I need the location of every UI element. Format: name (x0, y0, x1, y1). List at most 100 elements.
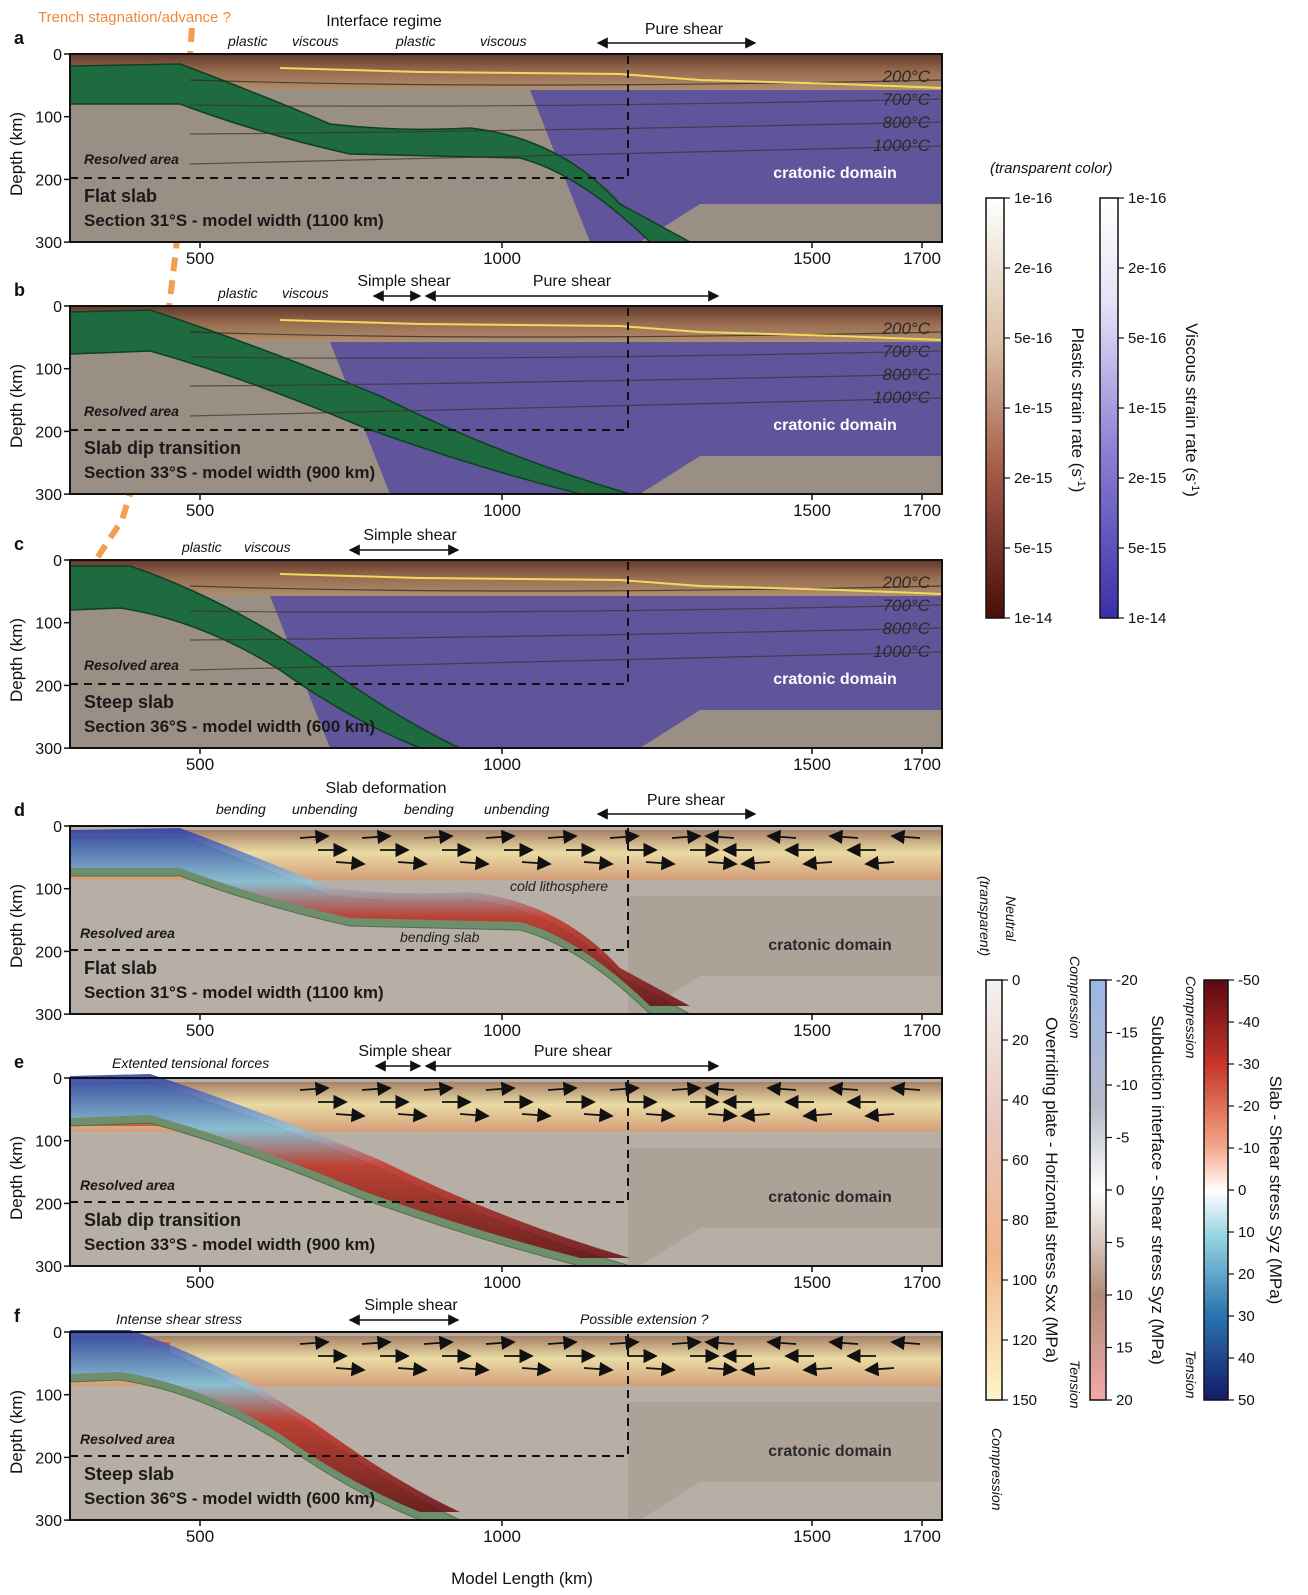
extended-tension-label: Extented tensional forces (112, 1055, 269, 1071)
isotherm-label: 800°C (883, 619, 931, 638)
isotherm-line (189, 373, 943, 387)
stress-arrow (485, 1335, 516, 1351)
cratonic-region (628, 896, 942, 1014)
panel-frame (69, 1077, 943, 1267)
y-axis-label: Depth (km) (7, 1136, 26, 1220)
stress-arrow (609, 1081, 640, 1097)
viscous-colorbar-bar (1099, 197, 1119, 619)
stress-arrow (485, 1081, 516, 1097)
overriding-colorbar-tick-label: 40 (1012, 1092, 1029, 1109)
slab-colorbar-tick-label: -20 (1238, 1098, 1260, 1115)
simple-shear-label: Simple shear (358, 1043, 452, 1060)
x-tick-label: 1500 (793, 501, 831, 520)
stress-arrow (828, 1081, 859, 1097)
neutral-label: Neutral (1003, 896, 1019, 942)
slab-deformation-label: Slab deformation (326, 780, 447, 797)
isotherm-line (189, 604, 943, 613)
cratonic-label: cratonic domain (773, 417, 897, 434)
x-tick-label: 1700 (903, 249, 941, 268)
panel-subtitle: Section 33°S - model width (900 km) (84, 463, 375, 482)
interface-colorbar-tick-label: -10 (1116, 1077, 1138, 1094)
isotherm-label: 1000°C (873, 642, 931, 661)
cratonic-label: cratonic domain (773, 671, 897, 688)
plastic-colorbar-tick-label: 1e-14 (1014, 610, 1052, 627)
simple-shear-label: Simple shear (363, 527, 457, 544)
interface-colorbar-tick-label: 15 (1116, 1340, 1133, 1357)
viscous-colorbar-tick-label: 2e-15 (1128, 470, 1166, 487)
stress-arrow (704, 829, 735, 845)
isotherm-label: 1000°C (873, 388, 931, 407)
viscous-colorbar-tick-label: 1e-15 (1128, 400, 1166, 417)
slab-colorbar-tick-label: -50 (1238, 972, 1260, 989)
resolved-area-box (70, 562, 629, 685)
regime-viscous: viscous (292, 33, 339, 49)
resolved-area-box (70, 308, 629, 431)
isotherm-line (189, 651, 943, 671)
slab-colorbar-title: Slab - Shear stress Syz (MPa) (1266, 1076, 1285, 1305)
stress-arrow (828, 829, 859, 845)
isotherm-label: 200°C (882, 319, 931, 338)
stress-arrow (361, 1081, 392, 1097)
slab-colorbar-tick-label: 20 (1238, 1266, 1255, 1283)
stress-arrow (890, 1335, 921, 1351)
panel-title: Steep slab (84, 1464, 174, 1484)
interface-colorbar-tick-label: -5 (1116, 1130, 1129, 1147)
pure-shear-label: Pure shear (645, 21, 724, 38)
y-tick-label: 200 (35, 1196, 62, 1213)
interface-colorbar-tick-label: 5 (1116, 1235, 1124, 1252)
stress-arrow (740, 1361, 771, 1377)
plastic-colorbar-tick-label: 1e-16 (1014, 190, 1052, 207)
cratonic-label: cratonic domain (768, 1189, 892, 1206)
y-tick-label: 0 (53, 47, 62, 64)
stress-arrow (397, 855, 428, 871)
interface-colorbar-tick-label: -20 (1116, 972, 1138, 989)
stress-arrow (609, 829, 640, 845)
stress-arrow (704, 1081, 735, 1097)
isotherm-label: 200°C (882, 573, 931, 592)
x-tick-label: 1500 (793, 755, 831, 774)
viscous-colorbar-tick-label: 5e-16 (1128, 330, 1166, 347)
stress-arrow (864, 855, 895, 871)
plastic-colorbar-tick-label: 5e-15 (1014, 540, 1052, 557)
x-tick-label: 1000 (483, 1527, 521, 1546)
stress-arrow (802, 1107, 833, 1123)
regime-plastic: plastic (217, 285, 258, 301)
stress-arrow (864, 1361, 895, 1377)
panel-letter: e (14, 1052, 24, 1072)
panel-letter: f (14, 1306, 21, 1326)
x-tick-label: 1700 (903, 501, 941, 520)
x-tick-label: 500 (186, 249, 214, 268)
cratonic-region (270, 596, 942, 748)
x-tick-label: 1500 (793, 1021, 831, 1040)
deformation-bending: bending (404, 801, 454, 817)
resolved-area-label: Resolved area (80, 925, 175, 941)
panel-subtitle: Section 33°S - model width (900 km) (84, 1235, 375, 1254)
y-tick-label: 300 (35, 1007, 62, 1024)
regime-plastic: plastic (181, 539, 222, 555)
isotherm-line (189, 121, 943, 135)
stress-arrow (740, 855, 771, 871)
resolved-area-label: Resolved area (80, 1177, 175, 1193)
x-tick-label: 1000 (483, 1021, 521, 1040)
overriding-colorbar-tick-label: 60 (1012, 1152, 1029, 1169)
stress-arrow (485, 829, 516, 845)
overriding-colorbar-tick-label: 150 (1012, 1392, 1037, 1409)
x-tick-label: 500 (186, 1021, 214, 1040)
intense-shear-label: Intense shear stress (116, 1311, 242, 1327)
panel-letter: c (14, 534, 24, 554)
panel-title: Flat slab (84, 958, 157, 978)
stress-arrow (671, 1081, 702, 1097)
isotherm-label: 200°C (882, 67, 931, 86)
slab-stress-band (70, 1330, 460, 1512)
compression-label: Compression (989, 1428, 1005, 1511)
panel-frame (69, 559, 943, 749)
deformation-bending: bending (216, 801, 266, 817)
stress-arrow (609, 1335, 640, 1351)
overriding-colorbar-tick-label: 20 (1012, 1032, 1029, 1049)
x-tick-label: 1500 (793, 1527, 831, 1546)
isotherm-200-line (279, 573, 943, 595)
